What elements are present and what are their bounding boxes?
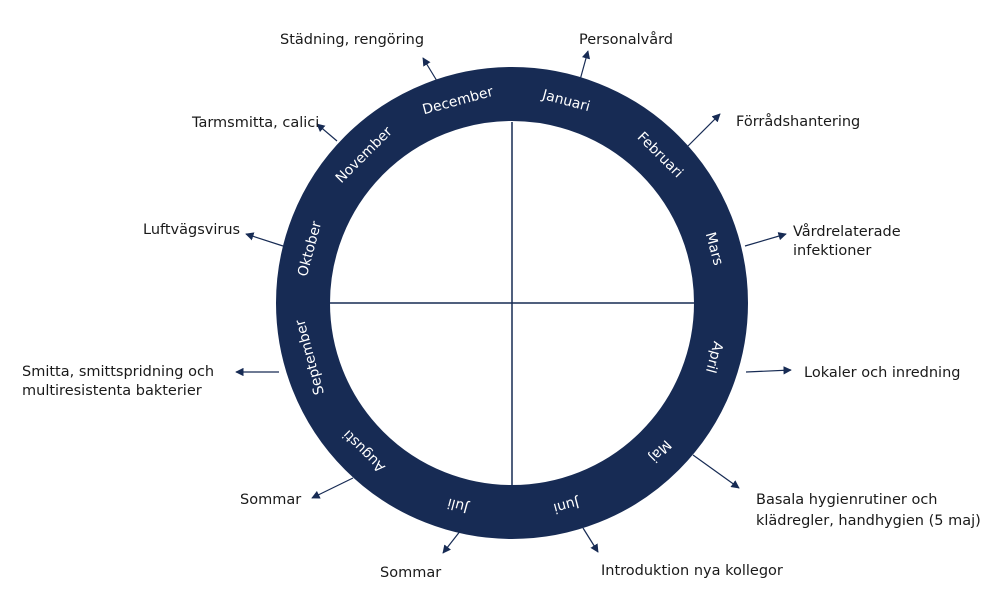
topic-december: Städning, rengöring (280, 32, 424, 48)
topic-april: Lokaler och inredning (804, 365, 960, 381)
topic-september-line1: Smitta, smittspridning och (22, 364, 214, 380)
topic-juli: Sommar (380, 565, 441, 581)
arrow-augusti (311, 477, 354, 499)
topic-maj-line2: klädregler, handhygien (5 maj) (756, 513, 981, 529)
topic-november: Tarmsmitta, calici (191, 115, 319, 131)
topic-mars-line2: infektioner (793, 243, 871, 259)
topic-mars-line1: Vårdrelaterade (793, 223, 901, 240)
topic-augusti: Sommar (240, 492, 301, 508)
topic-oktober: Luftvägsvirus (143, 222, 240, 238)
topic-juni: Introduktion nya kollegor (601, 563, 783, 579)
month-ring (276, 67, 748, 539)
topic-september-line2: multiresistenta bakterier (22, 383, 202, 399)
arrow-juni (582, 527, 599, 553)
topic-labels: Personalvård Förrådshantering Vårdrelate… (22, 31, 981, 581)
topic-februari: Förrådshantering (736, 113, 860, 130)
arrow-maj (692, 454, 740, 489)
arrow-januari (579, 50, 591, 81)
arrow-december (422, 57, 438, 82)
arrow-juli (442, 529, 462, 554)
arrow-november (316, 123, 338, 142)
topic-maj-line1: Basala hygienrutiner och (756, 492, 938, 508)
arrow-april (745, 366, 792, 375)
arrow-februari (687, 113, 721, 147)
month-label-juli: Juli (446, 494, 471, 515)
topic-januari: Personalvård (579, 31, 673, 48)
arrow-mars (744, 232, 787, 247)
arrow-oktober (245, 232, 284, 247)
arrows (235, 50, 792, 554)
month-label-juni: Juni (552, 494, 582, 516)
